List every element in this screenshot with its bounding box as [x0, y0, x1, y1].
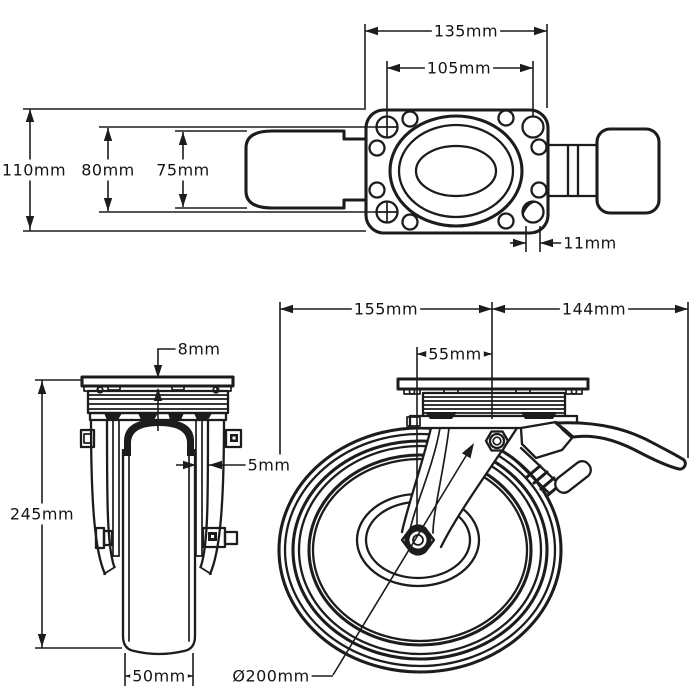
dim-80mm [99, 126, 378, 213]
label-backing [79, 159, 137, 181]
dim-label-bolt-pitch-length: 105mm [427, 59, 491, 78]
brake-pedal-top-view [546, 127, 661, 215]
swivel-race-ellipses [388, 114, 524, 228]
brake-mechanism [510, 420, 687, 497]
wheel-top-view [244, 129, 368, 210]
dim-label-bolt-hole-diameter: 11mm [563, 234, 617, 253]
dim-label-overall-height: 245mm [10, 505, 74, 524]
tyre-top-shade [124, 419, 194, 456]
dim-label-bracket-width: 75mm [156, 161, 210, 180]
fork-side-view [400, 426, 519, 560]
dim-label-bracket-thickness: 5mm [248, 456, 291, 475]
label-backing [130, 665, 188, 687]
dim-label-wheel-width: 50mm [132, 667, 186, 686]
dim-label-axle-offset: 55mm [428, 345, 482, 364]
dim-label-brake-lever-length: 144mm [562, 300, 626, 319]
kingpin-nut [484, 430, 510, 452]
side-bolt-right [224, 428, 243, 449]
dimension-labels: 135mm 105mm 110mm 80mm 75mm 11mm 8mm 245… [0, 20, 629, 687]
dim-5mm [176, 460, 248, 470]
label-backing [351, 298, 421, 320]
corner-bolt-holes [375, 115, 545, 224]
label-backing [424, 57, 494, 79]
brake-hub-right [201, 526, 239, 549]
dim-label-wheel-diameter: Ø200mm [232, 667, 309, 686]
fork-leg-left [89, 418, 120, 576]
label-backing [0, 159, 69, 181]
hole-shade-crescent [523, 131, 537, 138]
label-backing [431, 20, 501, 42]
axle-nut-left [94, 526, 114, 550]
dim-label-plate-thickness: 8mm [178, 340, 221, 359]
brake-cylinder [554, 460, 592, 494]
dim-label-plate-length: 135mm [434, 22, 498, 41]
bolt-cross-marks [377, 117, 397, 222]
label-backing [561, 232, 619, 254]
label-backing [426, 343, 484, 365]
mounting-plate-top-view [364, 108, 550, 235]
dim-label-plate-width: 110mm [2, 161, 66, 180]
label-backing [245, 454, 293, 476]
dim-155mm [279, 302, 493, 470]
brake-pedal-side-view [554, 421, 687, 471]
label-backing [154, 159, 212, 181]
dim-label-swivel-length: 155mm [354, 300, 418, 319]
dim-11mm [510, 226, 566, 252]
fork-leg-right [195, 418, 226, 576]
label-backing [7, 503, 77, 525]
side-view [277, 302, 689, 677]
label-backing [230, 665, 312, 687]
label-backing [559, 298, 629, 320]
leader-arrowhead [461, 443, 474, 459]
small-rivet-holes [368, 109, 548, 231]
side-bolt-left [79, 428, 96, 449]
top-view [23, 24, 661, 252]
dim-label-bolt-pitch-width: 80mm [81, 161, 135, 180]
dim-8mm [153, 348, 176, 431]
wheel-front-view [121, 419, 197, 656]
label-backing [175, 338, 223, 360]
mounting-plate-side-view [396, 377, 590, 395]
hole-shade-crescent [522, 202, 536, 216]
